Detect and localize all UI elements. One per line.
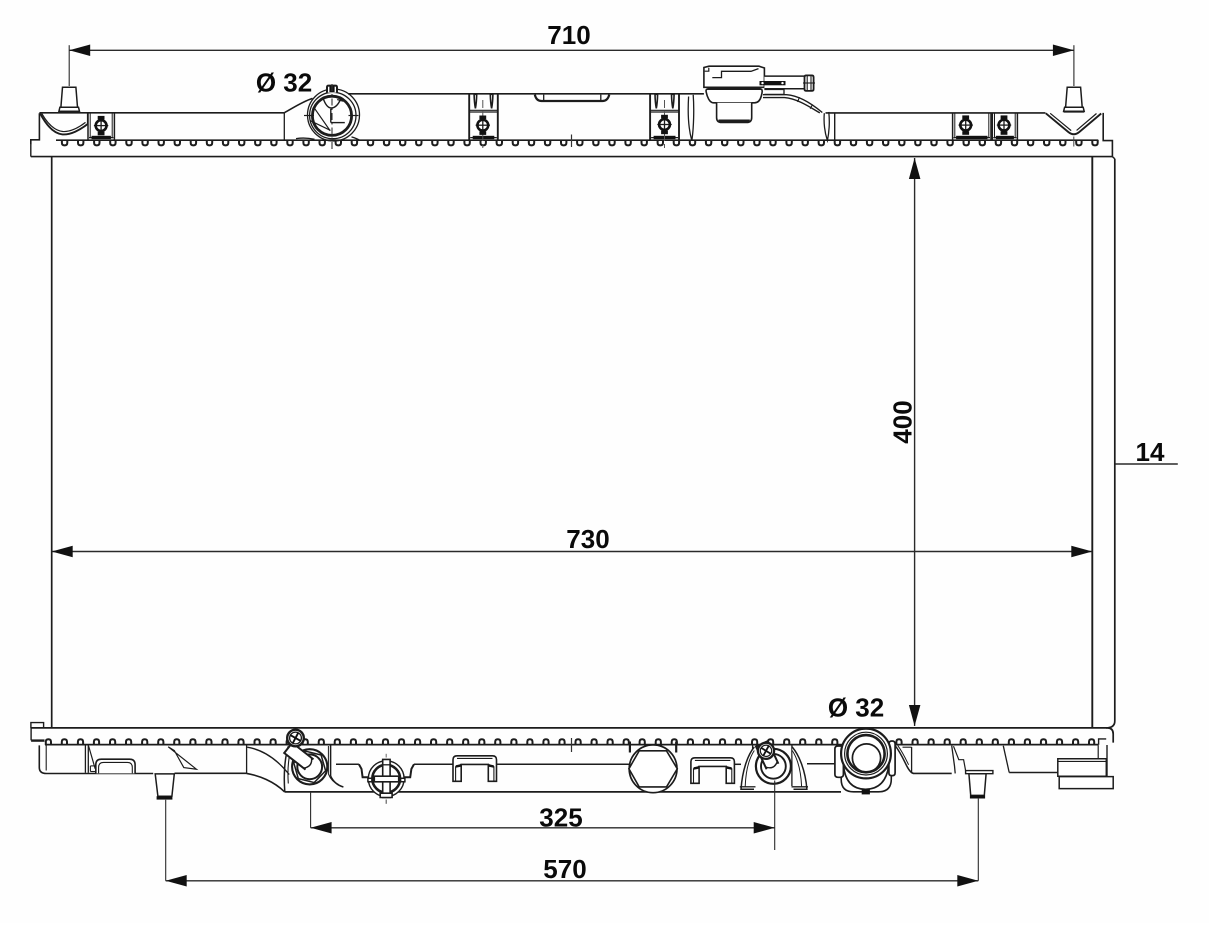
svg-text:400: 400 (888, 400, 918, 443)
svg-text:Ø 32: Ø 32 (828, 693, 884, 723)
svg-text:710: 710 (547, 20, 590, 50)
svg-text:14: 14 (1136, 437, 1165, 467)
svg-text:325: 325 (539, 803, 582, 833)
svg-text:730: 730 (566, 524, 609, 554)
svg-text:Ø 32: Ø 32 (256, 68, 312, 98)
svg-text:570: 570 (543, 854, 586, 884)
